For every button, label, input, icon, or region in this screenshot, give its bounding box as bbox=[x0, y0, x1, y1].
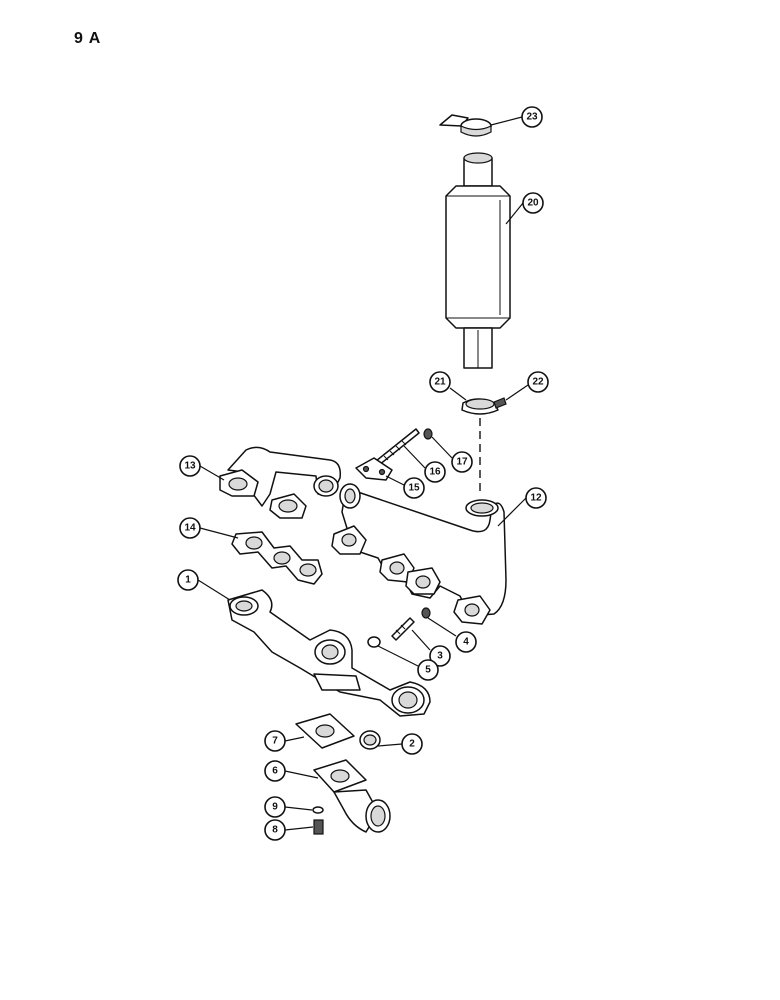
part-8-bolt bbox=[313, 819, 324, 835]
part-13-exhaust-manifold bbox=[219, 446, 342, 519]
part-17-nut bbox=[423, 428, 433, 440]
callout-21-label: 21 bbox=[434, 377, 446, 388]
callout-6-label: 6 bbox=[272, 766, 278, 777]
callout-16-label: 16 bbox=[429, 467, 441, 478]
callout-7-label: 7 bbox=[272, 736, 278, 747]
callout-8: 8 bbox=[264, 819, 286, 841]
callout-4: 4 bbox=[455, 631, 477, 653]
callout-2: 2 bbox=[401, 733, 423, 755]
part-3-stud bbox=[391, 617, 415, 641]
part-6-elbow bbox=[313, 759, 391, 833]
callout-1-label: 1 bbox=[185, 575, 191, 586]
callout-6: 6 bbox=[264, 760, 286, 782]
callout-2-label: 2 bbox=[409, 739, 415, 750]
callout-7: 7 bbox=[264, 730, 286, 752]
part-1-intake-manifold bbox=[227, 589, 431, 717]
callout-9-label: 9 bbox=[272, 802, 278, 813]
callout-12-label: 12 bbox=[530, 493, 542, 504]
callout-3: 3 bbox=[429, 645, 451, 667]
part-4-nut bbox=[421, 607, 431, 619]
callout-20-label: 20 bbox=[527, 198, 539, 209]
part-15-bracket bbox=[355, 457, 393, 481]
part-20-muffler bbox=[445, 152, 511, 369]
part-14-gasket bbox=[231, 531, 323, 585]
callout-1: 1 bbox=[177, 569, 199, 591]
callout-8-label: 8 bbox=[272, 825, 278, 836]
callout-15: 15 bbox=[403, 477, 425, 499]
part-7-flange-gasket bbox=[295, 713, 355, 749]
callout-14-label: 14 bbox=[184, 523, 196, 534]
part-21-22-clamp bbox=[461, 397, 507, 415]
callout-5: 5 bbox=[417, 659, 439, 681]
callout-23: 23 bbox=[521, 106, 543, 128]
part-9-washer bbox=[312, 806, 324, 814]
callout-21: 21 bbox=[429, 371, 451, 393]
callout-12: 12 bbox=[525, 487, 547, 509]
callout-17: 17 bbox=[451, 451, 473, 473]
callout-9: 9 bbox=[264, 796, 286, 818]
callout-22-label: 22 bbox=[532, 377, 544, 388]
callout-13-label: 13 bbox=[184, 461, 196, 472]
part-2-plug bbox=[359, 730, 381, 750]
callout-15-label: 15 bbox=[408, 483, 420, 494]
callout-3-label: 3 bbox=[437, 651, 443, 662]
callout-14: 14 bbox=[179, 517, 201, 539]
part-5-ring bbox=[367, 636, 381, 648]
callout-23-label: 23 bbox=[526, 112, 538, 123]
page-number-label: 9 A bbox=[74, 30, 102, 47]
part-23-rain-cap bbox=[439, 114, 492, 137]
callout-4-label: 4 bbox=[463, 637, 469, 648]
callout-5-label: 5 bbox=[425, 665, 431, 676]
part-16-stud bbox=[375, 428, 420, 466]
callout-20: 20 bbox=[522, 192, 544, 214]
part-12-exhaust-manifold bbox=[331, 483, 507, 625]
callout-16: 16 bbox=[424, 461, 446, 483]
leader-lines bbox=[197, 116, 529, 831]
callout-22: 22 bbox=[527, 371, 549, 393]
callout-17-label: 17 bbox=[456, 457, 468, 468]
callout-13: 13 bbox=[179, 455, 201, 477]
